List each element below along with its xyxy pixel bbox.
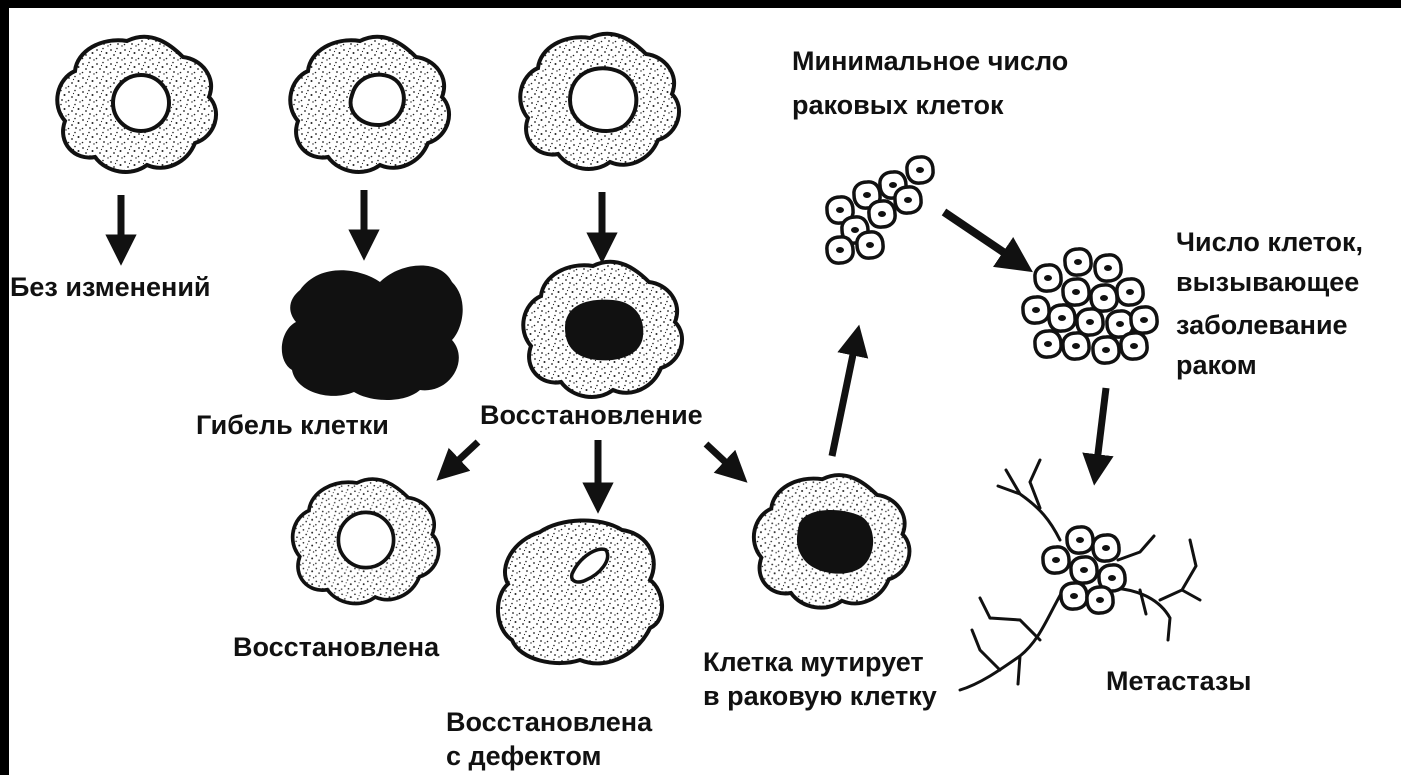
label-disease-line1: Число клеток, bbox=[1176, 225, 1363, 259]
label-metastases: Метастазы bbox=[1106, 664, 1251, 698]
nucleus-icon bbox=[338, 512, 393, 567]
label-repaired-defect-line2: с дефектом bbox=[446, 739, 601, 773]
cancer-cluster-small bbox=[827, 157, 933, 263]
arrow-down-right-icon bbox=[706, 444, 736, 472]
arrow-up-icon bbox=[832, 340, 856, 456]
arrow-down-left-icon bbox=[448, 442, 478, 470]
label-min-cancer-line2: раковых клеток bbox=[792, 88, 1004, 122]
metastasis-cluster bbox=[1043, 527, 1125, 613]
cell-normal-3 bbox=[520, 34, 679, 169]
cancer-cluster-large bbox=[1023, 249, 1157, 363]
nucleus-icon bbox=[351, 75, 404, 125]
cell-repaired bbox=[293, 479, 439, 603]
nucleus-icon bbox=[113, 75, 169, 131]
label-repaired-defect-line1: Восстановлена bbox=[446, 705, 652, 739]
arrow-down-icon bbox=[1096, 388, 1106, 470]
label-repaired: Восстановлена bbox=[233, 630, 439, 664]
label-mutates-line1: Клетка мутирует bbox=[703, 645, 924, 679]
label-mutates-line2: в раковую клетку bbox=[703, 679, 937, 713]
label-min-cancer-line1: Минимальное число bbox=[792, 44, 1068, 78]
cell-defect bbox=[498, 520, 662, 663]
arrow-right-icon bbox=[944, 212, 1018, 262]
label-disease-line4: раком bbox=[1176, 348, 1257, 382]
cell-repair bbox=[523, 262, 682, 397]
dead-cell-icon bbox=[282, 265, 463, 400]
label-disease-line3: заболевание bbox=[1176, 308, 1348, 342]
label-disease-line2: вызывающее bbox=[1176, 265, 1359, 299]
label-no-change: Без изменений bbox=[10, 270, 211, 304]
label-repair: Восстановление bbox=[480, 398, 703, 432]
cell-normal-1 bbox=[57, 37, 216, 172]
nucleus-icon bbox=[565, 300, 643, 361]
cell-normal-2 bbox=[290, 37, 449, 172]
label-cell-death: Гибель клетки bbox=[196, 408, 389, 442]
cell-mutating bbox=[754, 475, 910, 608]
nucleus-icon bbox=[570, 68, 636, 131]
